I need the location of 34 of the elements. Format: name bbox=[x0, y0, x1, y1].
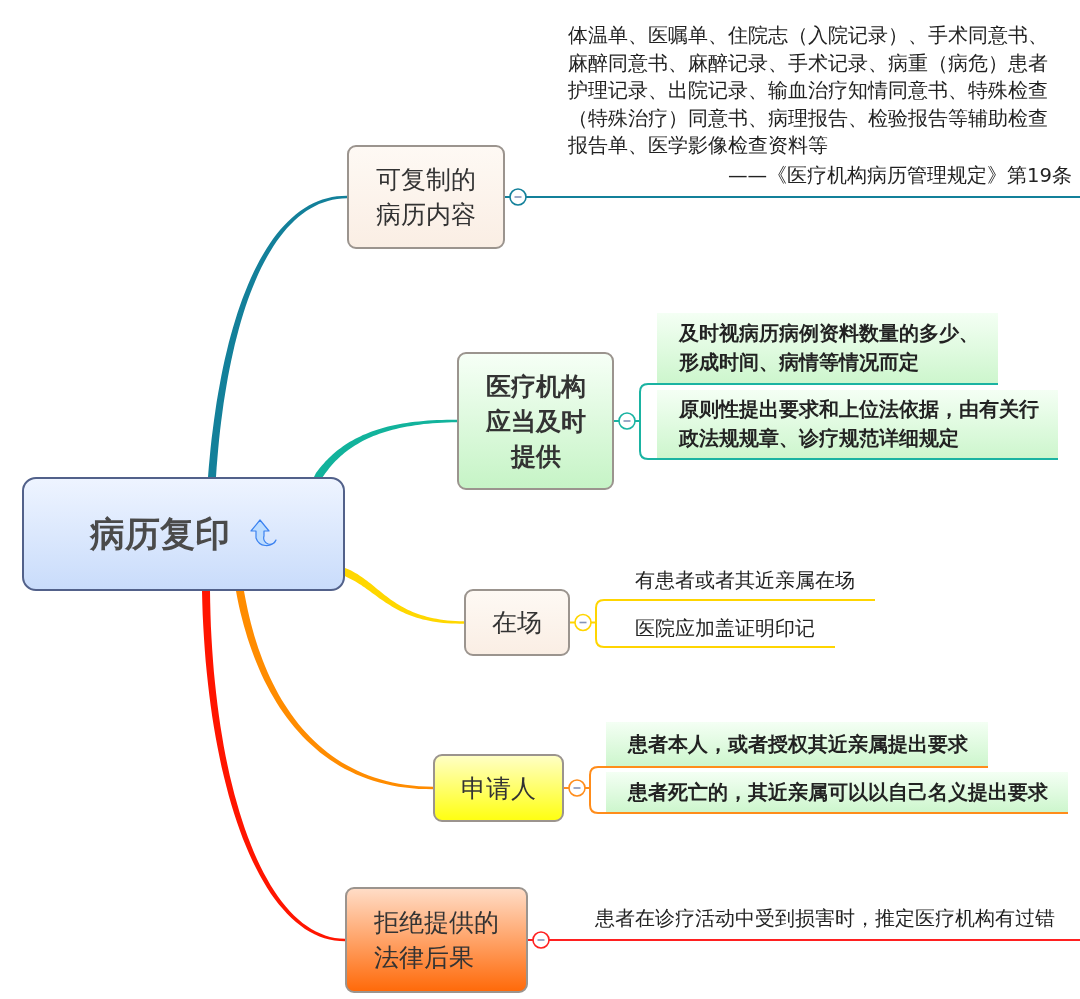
branch-connector bbox=[202, 591, 345, 942]
subtopic-text: 及时视病历病例资料数量的多少、形成时间、病情等情况而定 bbox=[677, 321, 980, 376]
topic-text: 可复制的病历内容 bbox=[375, 164, 477, 231]
highlighted-subtopic bbox=[606, 722, 988, 768]
topic-box bbox=[345, 887, 528, 993]
topic-text: 医疗机构应当及时提供 bbox=[484, 370, 587, 473]
topic-text: 申请人 bbox=[460, 772, 537, 805]
topic-box bbox=[433, 754, 564, 822]
highlighted-subtopic bbox=[606, 772, 1068, 814]
subtopic-text: 医院应加盖证明印记 bbox=[634, 616, 815, 642]
subtopic-text: 患者死亡的，其近亲属可以以自己名义提出要求 bbox=[626, 779, 1048, 806]
connector-line bbox=[569, 599, 621, 648]
branch-connector bbox=[345, 568, 464, 624]
topic-box bbox=[464, 589, 570, 656]
branch-connector bbox=[236, 591, 433, 790]
topic-text: 拒绝提供的法律后果 bbox=[373, 907, 500, 974]
connector-line bbox=[613, 383, 658, 460]
topic-text: 在场 bbox=[491, 607, 543, 639]
highlighted-subtopic bbox=[657, 313, 998, 385]
root-topic-text: 病历复印 bbox=[89, 513, 230, 555]
root-topic-box bbox=[22, 477, 345, 591]
branch-connector bbox=[208, 195, 347, 477]
topic-text: 体温单、医嘱单、住院志（入院记录）、手术同意书、麻醉同意书、麻醉记录、手术记录、病重（病危）患者护理记录、出院记录、输血治疗知情同意书、特殊检查（特殊治疗）同意书、病理报告、检验报告等辅助检查报告单、医学影像检查资料等 bbox=[567, 23, 1049, 159]
topic-box bbox=[457, 352, 614, 490]
branch-connector bbox=[314, 419, 457, 478]
topic-box bbox=[347, 145, 505, 249]
highlighted-subtopic bbox=[657, 390, 1058, 460]
subtopic-text: 有患者或者其近亲属在场 bbox=[634, 568, 855, 594]
connector-line bbox=[504, 188, 561, 206]
connector-line bbox=[527, 931, 581, 949]
citation-text: ——《医疗机构病历管理规定》第19条 bbox=[726, 162, 1073, 189]
subtopic-text: 患者本人，或者授权其近亲属提出要求 bbox=[626, 731, 968, 758]
subtopic-text: 患者在诊疗活动中受到损害时，推定医疗机构有过错 bbox=[594, 906, 1055, 932]
subtopic-text: 原则性提出要求和上位法依据，由有关行政法规规章、诊疗规范详细规定 bbox=[678, 397, 1040, 452]
